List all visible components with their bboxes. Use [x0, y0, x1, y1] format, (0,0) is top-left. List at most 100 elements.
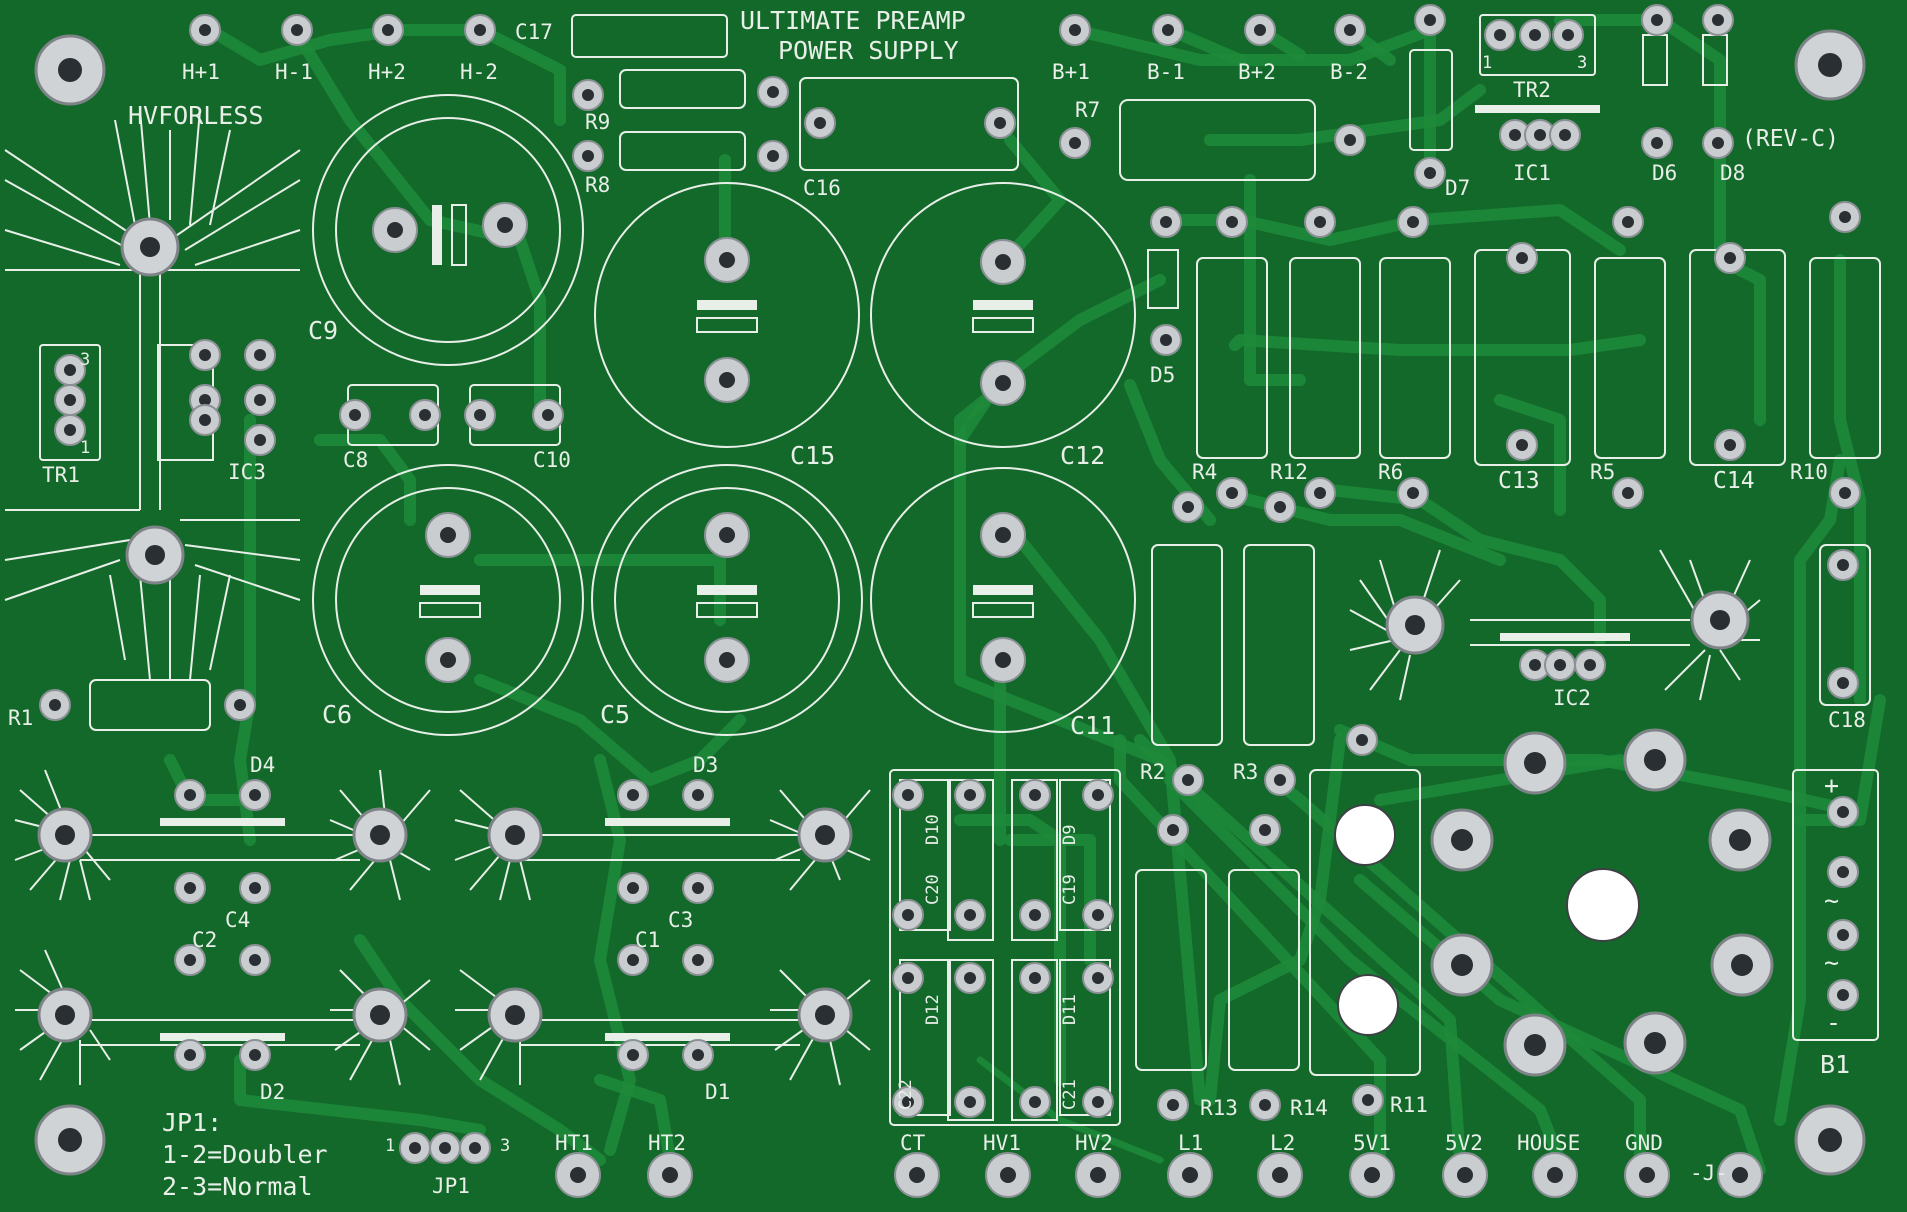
- label-c18: C18: [1828, 708, 1866, 732]
- drill-hole: [1069, 137, 1081, 149]
- drill-hole: [184, 882, 196, 894]
- label-c2: C2: [192, 928, 218, 952]
- drill-hole: [1562, 29, 1574, 41]
- label-r3: R3: [1233, 760, 1259, 784]
- drill-hole: [964, 789, 976, 801]
- drill-hole: [1651, 14, 1663, 26]
- conn-label-l2: L2: [1270, 1131, 1296, 1155]
- drill-hole: [995, 375, 1011, 391]
- drill-hole: [1837, 677, 1849, 689]
- drill-hole: [469, 1142, 481, 1154]
- label-c1: C1: [635, 928, 661, 952]
- label-r4: R4: [1192, 460, 1218, 484]
- drill-hole: [964, 909, 976, 921]
- drill-hole: [1712, 137, 1724, 149]
- drill-hole: [254, 434, 266, 446]
- label-c20: C20: [923, 874, 943, 905]
- drill-hole: [1529, 29, 1541, 41]
- drill-hole: [1712, 14, 1724, 26]
- label-d4: D4: [250, 753, 276, 777]
- drill-hole: [1160, 334, 1172, 346]
- b1-tilde-2: ~: [1824, 948, 1840, 977]
- drill-hole: [1839, 487, 1851, 499]
- drill-hole: [1622, 487, 1634, 499]
- drill-hole: [440, 527, 456, 543]
- drill-hole: [1457, 1167, 1473, 1183]
- label-d12: D12: [923, 994, 943, 1025]
- drill-hole: [1226, 487, 1238, 499]
- label-c16: C16: [803, 176, 841, 200]
- drill-hole: [199, 24, 211, 36]
- drill-hole: [1837, 806, 1849, 818]
- drill-hole: [234, 699, 246, 711]
- drill-hole: [692, 789, 704, 801]
- drill-hole: [1724, 439, 1736, 451]
- drill-hole: [349, 409, 361, 421]
- tube-socket-pads: [1430, 728, 1774, 1077]
- drill-hole: [199, 414, 211, 426]
- label-c3: C3: [668, 908, 694, 932]
- heatsink-left: [4, 109, 301, 681]
- label-b1: B1: [1820, 1050, 1851, 1079]
- drill-hole: [1259, 824, 1271, 836]
- drill-hole: [767, 86, 779, 98]
- drill-hole: [1584, 659, 1596, 671]
- label-r10: R10: [1790, 460, 1828, 484]
- component-outlines: [39, 14, 1881, 1126]
- jumper-line-1: 1-2=Doubler: [162, 1140, 328, 1169]
- mounting-holes: [34, 29, 1866, 1176]
- drill-hole: [1314, 487, 1326, 499]
- drill-hole: [995, 254, 1011, 270]
- drill-hole: [995, 527, 1011, 543]
- jumper-line-2: 2-3=Normal: [162, 1172, 313, 1201]
- label-c19: C19: [1060, 874, 1080, 905]
- label-r2: R2: [1140, 760, 1166, 784]
- drill-hole: [1160, 216, 1172, 228]
- label-c9: C9: [308, 316, 339, 345]
- drill-hole: [1529, 659, 1541, 671]
- label-c10: C10: [533, 448, 571, 472]
- drill-hole: [1364, 1167, 1380, 1183]
- drill-hole: [474, 409, 486, 421]
- conn-label-5v2: 5V2: [1445, 1131, 1483, 1155]
- drill-hole: [1092, 1096, 1104, 1108]
- drill-hole: [1344, 24, 1356, 36]
- drill-hole: [1362, 1094, 1374, 1106]
- label-d8: D8: [1720, 161, 1746, 185]
- drill-hole: [184, 954, 196, 966]
- drill-hole: [1314, 216, 1326, 228]
- drill-hole: [1837, 929, 1849, 941]
- drill-hole: [964, 972, 976, 984]
- drill-hole: [474, 24, 486, 36]
- drill-hole: [1516, 252, 1528, 264]
- drill-hole: [64, 394, 76, 406]
- drill-hole: [909, 1167, 925, 1183]
- drill-hole: [440, 652, 456, 668]
- electrolytic-caps: [312, 94, 1136, 736]
- drill-hole: [497, 217, 513, 233]
- label-r9: R9: [585, 110, 611, 134]
- drill-hole: [902, 789, 914, 801]
- drill-hole: [1494, 29, 1506, 41]
- conn-label-hv1: HV1: [983, 1131, 1021, 1155]
- j-label: -J-: [1690, 1161, 1728, 1185]
- drill-hole: [291, 24, 303, 36]
- label-c21: C21: [1060, 1079, 1080, 1110]
- drill-hole: [1259, 1099, 1271, 1111]
- drill-hole: [719, 527, 735, 543]
- drill-hole: [249, 954, 261, 966]
- label-h-plus-1: H+1: [182, 60, 220, 84]
- label-b-plus-1: B+1: [1052, 60, 1090, 84]
- drill-hole: [1424, 167, 1436, 179]
- drill-hole: [719, 652, 735, 668]
- drill-hole: [249, 789, 261, 801]
- drill-hole: [1344, 134, 1356, 146]
- label-ic3: IC3: [228, 460, 266, 484]
- drill-hole: [662, 1167, 678, 1183]
- label-d2: D2: [260, 1080, 286, 1104]
- drill-hole: [902, 972, 914, 984]
- drill-hole: [184, 1049, 196, 1061]
- label-c14: C14: [1713, 468, 1755, 494]
- conn-label-ht1: HT1: [555, 1131, 593, 1155]
